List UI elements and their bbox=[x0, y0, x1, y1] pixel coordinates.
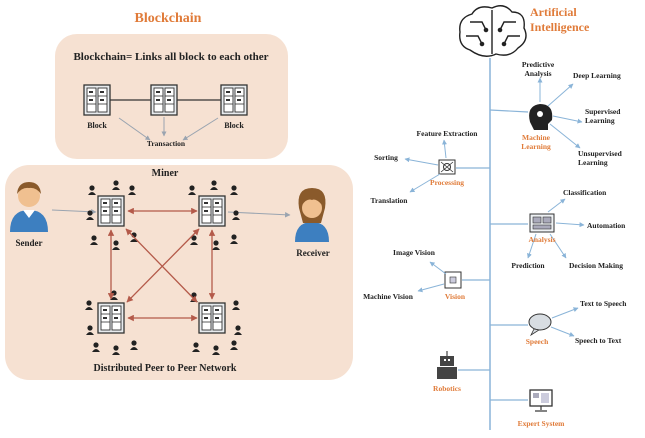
block-server-left bbox=[83, 84, 111, 116]
image-vision-label: Image Vision bbox=[393, 248, 436, 257]
sender-label: Sender bbox=[16, 238, 43, 248]
processing-icon bbox=[438, 159, 456, 175]
block-label-right: Block bbox=[224, 121, 244, 130]
node-server-top-right bbox=[198, 195, 226, 227]
machine-learning-line2: Learning bbox=[521, 142, 551, 151]
branch-expert-system: Expert System bbox=[490, 389, 566, 428]
blockchain-section: Blockchain Blockchain= Links all block t… bbox=[5, 11, 353, 380]
text-to-speech-label: Text to Speech bbox=[580, 299, 627, 308]
receiver-avatar bbox=[295, 188, 329, 242]
branch-robotics: Robotics bbox=[433, 351, 490, 393]
peer-connections bbox=[107, 207, 216, 322]
head-icon bbox=[529, 104, 553, 130]
blockchain-subtitle: Blockchain= Links all block to each othe… bbox=[73, 51, 268, 63]
speech-bubble-icon bbox=[528, 313, 552, 337]
prediction-label: Prediction bbox=[511, 261, 545, 270]
decision-making-label: Decision Making bbox=[569, 261, 623, 270]
branch-processing: Feature Extraction Sorting Translation P… bbox=[371, 129, 490, 205]
speech-label: Speech bbox=[526, 337, 549, 346]
branch-machine-learning: Predictive Analysis Deep Learning Superv… bbox=[489, 60, 623, 167]
automation-label: Automation bbox=[587, 221, 626, 230]
branch-speech: Text to Speech Speech to Text Speech bbox=[490, 299, 627, 346]
analysis-icon bbox=[529, 213, 555, 233]
vision-label: Vision bbox=[445, 292, 466, 301]
node-server-top-left bbox=[97, 195, 125, 227]
unsupervised-line2: Learning bbox=[578, 158, 608, 167]
robotics-label: Robotics bbox=[433, 384, 461, 393]
ai-section: Artificial Intelligence Predictive Analy… bbox=[363, 5, 627, 430]
supervised-line2: Learning bbox=[585, 116, 615, 125]
brain-icon bbox=[459, 5, 527, 57]
block-label-left: Block bbox=[87, 121, 107, 130]
expert-system-label: Expert System bbox=[518, 419, 566, 428]
supervised-line1: Supervised bbox=[585, 107, 621, 116]
ai-title-line1: Artificial bbox=[530, 5, 577, 19]
branch-analysis: Classification Automation Prediction Dec… bbox=[490, 188, 626, 270]
translation-label: Translation bbox=[371, 196, 409, 205]
block-server-middle bbox=[150, 84, 178, 116]
sender-avatar bbox=[10, 182, 48, 232]
receiver-label: Receiver bbox=[296, 248, 329, 258]
unsupervised-line1: Unsupervised bbox=[578, 149, 623, 158]
transaction-arrow-left bbox=[118, 117, 151, 141]
feature-extraction-label: Feature Extraction bbox=[417, 129, 479, 138]
node-server-bottom-right bbox=[198, 302, 226, 334]
sorting-label: Sorting bbox=[374, 153, 398, 162]
vision-icon bbox=[444, 271, 462, 289]
transaction-label: Transaction bbox=[147, 139, 186, 148]
node-server-bottom-left bbox=[97, 302, 125, 334]
machine-learning-line1: Machine bbox=[522, 133, 551, 142]
classification-label: Classification bbox=[563, 188, 607, 197]
blockchain-title: Blockchain bbox=[135, 11, 202, 26]
processing-label: Processing bbox=[430, 178, 464, 187]
predictive-line2: Analysis bbox=[524, 69, 551, 78]
robot-icon bbox=[437, 351, 457, 379]
network-label: Distributed Peer to Peer Network bbox=[94, 363, 237, 374]
monitor-icon bbox=[529, 389, 553, 412]
deep-learning-label: Deep Learning bbox=[573, 71, 621, 80]
block-server-right bbox=[220, 84, 248, 116]
machine-vision-label: Machine Vision bbox=[363, 292, 414, 301]
branch-vision: Image Vision Machine Vision Vision bbox=[363, 248, 490, 301]
speech-to-text-label: Speech to Text bbox=[575, 336, 622, 345]
predictive-line1: Predictive bbox=[522, 60, 555, 69]
analysis-label: Analysis bbox=[528, 235, 555, 244]
transaction-arrow-right bbox=[182, 117, 219, 141]
miner-label: Miner bbox=[152, 168, 179, 179]
ai-title-line2: Intelligence bbox=[530, 20, 590, 34]
